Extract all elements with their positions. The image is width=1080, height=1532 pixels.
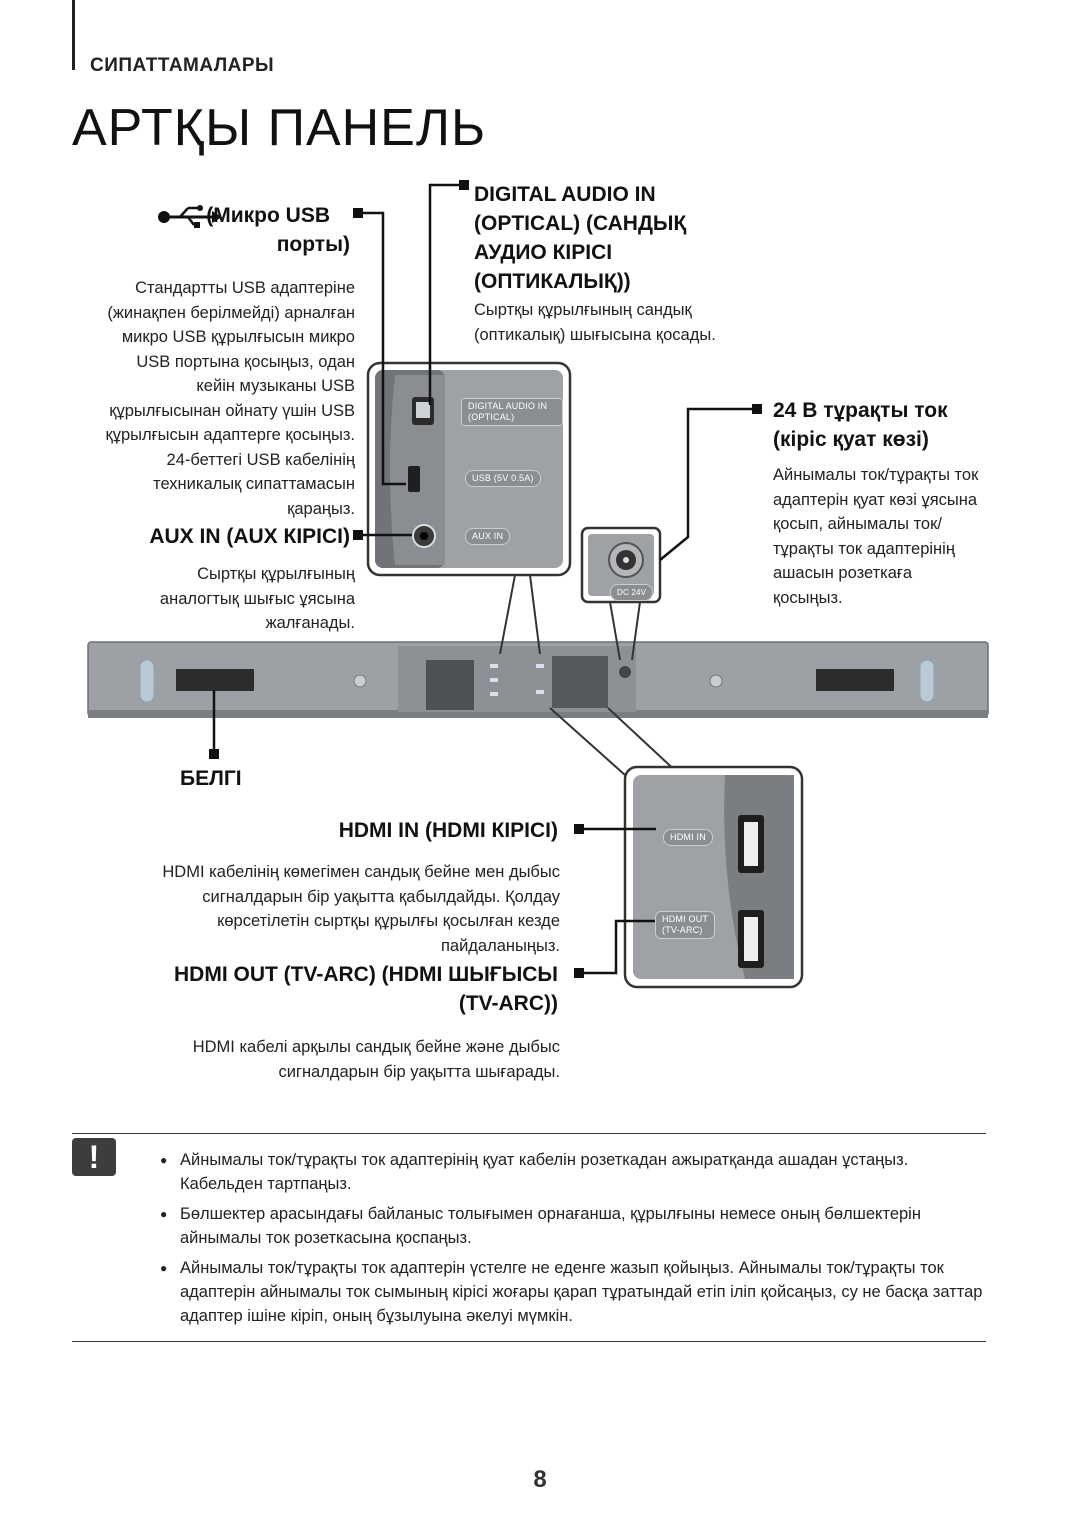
usb-description: Стандартты USB адаптеріне (жинақпен бері… xyxy=(35,276,356,521)
optical-desc-line: (оптикалық) шығысына қосады. xyxy=(474,325,716,344)
dc-title: 24 В тұрақты ток (кіріс қуат көзі) xyxy=(773,396,1033,454)
optical-title-line: АУДИО КІРІСІ xyxy=(474,241,613,264)
panel-label-optical-text: (OPTICAL) xyxy=(468,412,515,422)
hdmi-out-desc-line: сигналдарын бір уақытта шығарады. xyxy=(278,1062,560,1081)
notes-list: Айнымалы ток/тұрақты ток адаптерінің қуа… xyxy=(160,1148,990,1334)
panel-label-optical: DIGITAL AUDIO IN (OPTICAL) xyxy=(461,398,563,426)
hdmi-out-title-line: HDMI OUT (TV-ARC) (HDMI ШЫҒЫСЫ xyxy=(174,963,558,986)
header-rule xyxy=(72,0,75,70)
leader-markers xyxy=(209,180,762,978)
dc-desc-line: адаптерін қуат көзі ұясына xyxy=(773,490,978,509)
aux-title: AUX IN (AUX КІРІСІ) xyxy=(149,525,350,548)
hdmi-out-title: HDMI OUT (TV-ARC) (HDMI ШЫҒЫСЫ (TV-ARC)) xyxy=(98,960,558,1018)
dc-title-line: 24 В тұрақты ток xyxy=(773,399,948,422)
notes-bottom-rule xyxy=(72,1341,986,1342)
usb-title: (Микро USB порты) xyxy=(206,201,350,259)
panel-label-hdmi-out: HDMI OUT (TV-ARC) xyxy=(655,911,716,939)
dc-desc-line: қосып, айнымалы ток/ xyxy=(773,515,942,533)
label-title: БЕЛГІ xyxy=(180,767,242,790)
hdmi-out-desc-line: HDMI кабелі арқылы сандық бейне және дыб… xyxy=(192,1038,560,1056)
aux-description: Сыртқы құрылғының аналогтық шығыс ұясына… xyxy=(35,562,355,636)
usb-title-line1: (Микро USB xyxy=(206,204,330,227)
page-number: 8 xyxy=(533,1466,547,1493)
panel-label-hdmi-in: HDMI IN xyxy=(663,829,713,846)
usb-desc-line: қараңыз. xyxy=(287,499,355,518)
usb-icon xyxy=(158,205,222,228)
hdmi-in-title: HDMI IN (HDMI КІРІСІ) xyxy=(338,819,558,842)
hdmi-in-desc-line: көрсетілетін сыртқы құрылғы қосылған кез… xyxy=(217,912,560,930)
usb-desc-line: кейін музыканы USB xyxy=(196,377,355,395)
usb-desc-line: құрылғысын адаптерге қосыңыз. xyxy=(105,426,356,444)
optical-title: DIGITAL AUDIO IN (OPTICAL) (САНДЫҚ АУДИО… xyxy=(474,180,774,296)
hdmi-in-desc-line: сигналдарын бір уақытта қабылдайды. Қолд… xyxy=(202,887,560,906)
aux-desc-line: жалғанады. xyxy=(265,614,355,632)
aux-desc-line: Сыртқы құрылғының xyxy=(197,565,355,583)
note-item: Айнымалы ток/тұрақты ток адаптерін үстел… xyxy=(160,1256,990,1328)
optical-title-line: DIGITAL AUDIO IN xyxy=(474,183,656,206)
page-title: АРТҚЫ ПАНЕЛЬ xyxy=(72,99,487,157)
usb-desc-line: Стандартты USB адаптеріне xyxy=(135,279,355,297)
dc-desc-line: Айнымалы ток/тұрақты ток xyxy=(773,466,979,484)
soundbar-body xyxy=(87,641,989,718)
usb-desc-line: микро USB құрылғысын микро xyxy=(121,328,355,346)
usb-desc-line: техникалық сипаттамасын xyxy=(153,475,355,493)
hdmi-out-title-line: (TV-ARC)) xyxy=(458,992,558,1015)
usb-desc-line: құрылғысынан ойнату үшін USB xyxy=(109,401,355,420)
panel-label-digital-audio-text: DIGITAL AUDIO IN xyxy=(468,401,548,411)
leader-lines xyxy=(212,183,757,975)
exclamation-icon: ! xyxy=(72,1138,116,1176)
dc-desc-line: қосыңыз. xyxy=(773,588,843,607)
note-item: Бөлшектер арасындағы байланыс толығымен … xyxy=(160,1202,990,1250)
notes-top-rule xyxy=(72,1133,986,1134)
panel-label-usb: USB (5V 0.5A) xyxy=(465,470,541,487)
panel-label-dc: DC 24V xyxy=(610,584,654,601)
dc-description: Айнымалы ток/тұрақты ток адаптерін қуат … xyxy=(773,463,1033,610)
dc-desc-line: ашасын розеткаға xyxy=(773,564,913,582)
hdmi-out-description: HDMI кабелі арқылы сандық бейне және дыб… xyxy=(100,1035,560,1084)
panel-label-tv-arc-text: (TV-ARC) xyxy=(662,925,703,935)
dc-title-line: (кіріс қуат көзі) xyxy=(773,428,929,451)
dc-desc-line: тұрақты ток адаптерінің xyxy=(773,539,955,558)
note-item: Айнымалы ток/тұрақты ток адаптерінің қуа… xyxy=(160,1148,990,1196)
optical-desc-line: Сыртқы құрылғының сандық xyxy=(474,301,692,319)
section-title: СИПАТТАМАЛАРЫ xyxy=(90,55,275,76)
hdmi-in-desc-line: пайдаланыңыз. xyxy=(440,936,560,955)
aux-desc-line: аналогтық шығыс ұясына xyxy=(159,589,355,608)
hdmi-in-desc-line: HDMI кабелінің көмегімен сандық бейне ме… xyxy=(162,863,560,881)
zoom-lines xyxy=(499,574,681,776)
usb-title-line2: порты) xyxy=(276,233,350,256)
panel-label-hdmi-out-text: HDMI OUT xyxy=(662,914,709,924)
optical-description: Сыртқы құрылғының сандық (оптикалық) шығ… xyxy=(474,298,794,347)
usb-desc-line: USB портына қосыңыз, одан xyxy=(136,352,355,371)
optical-title-line: (ОПТИКАЛЫҚ)) xyxy=(474,270,631,293)
optical-title-line: (OPTICAL) (САНДЫҚ xyxy=(474,212,687,235)
hdmi-in-description: HDMI кабелінің көмегімен сандық бейне ме… xyxy=(100,860,560,958)
dc-port-closeup xyxy=(580,526,662,604)
hdmi-panel-closeup xyxy=(623,765,804,989)
panel-label-aux: AUX IN xyxy=(465,528,511,545)
usb-desc-line: (жинақпен берілмейді) арналған xyxy=(107,303,355,322)
usb-desc-line: 24-беттегі USB кабелінің xyxy=(166,450,355,469)
